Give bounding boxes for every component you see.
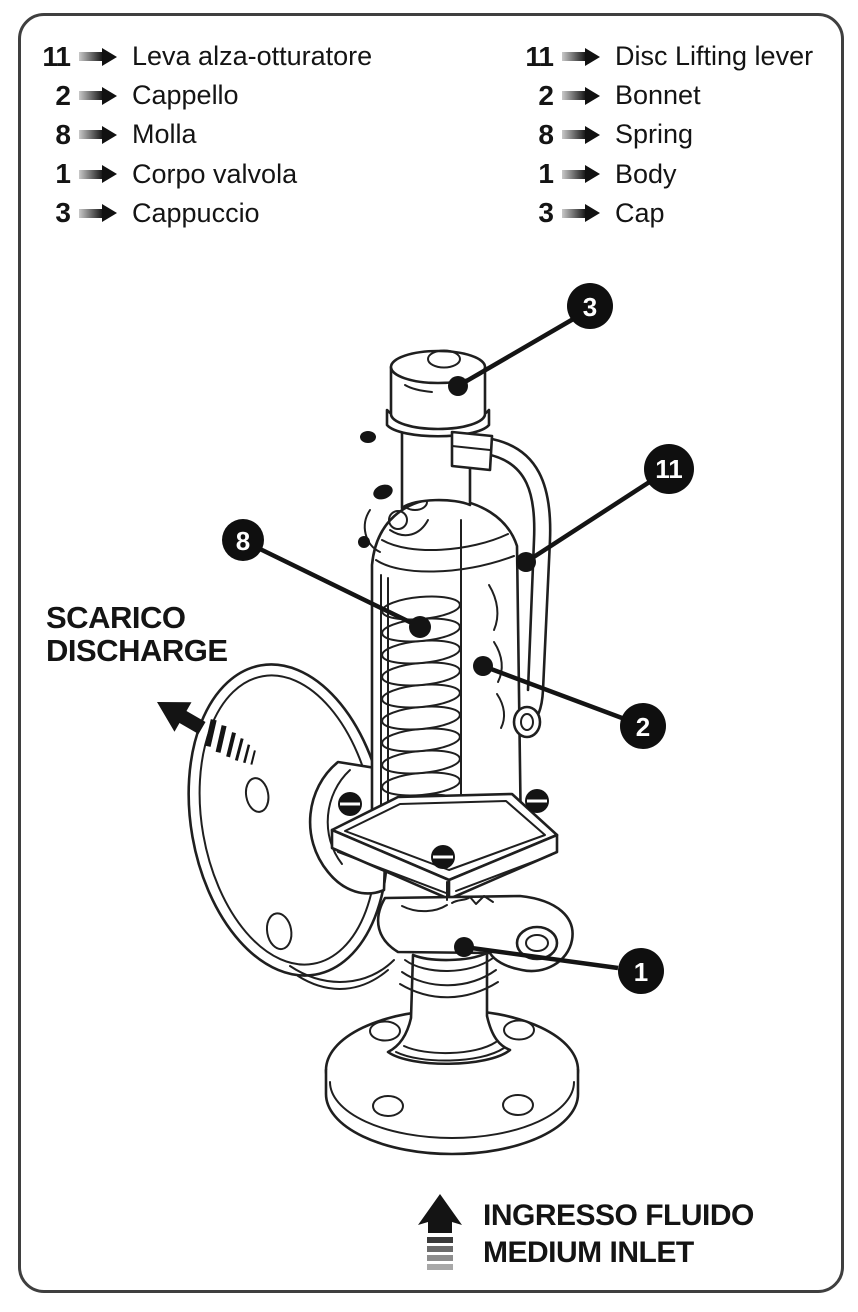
cap-drawing xyxy=(360,349,494,510)
discharge-label: SCARICO DISCHARGE xyxy=(46,601,228,667)
legend-item-number: 11 xyxy=(42,40,71,72)
callout-number: 2 xyxy=(636,712,650,742)
right-arrow-icon xyxy=(562,47,600,66)
legend-item-label: Cap xyxy=(615,197,665,228)
legend-row: 8 Spring xyxy=(505,115,813,154)
right-arrow-icon xyxy=(562,125,600,144)
legend-item-number: 8 xyxy=(538,118,554,150)
legend-row: 1 Body xyxy=(505,155,813,194)
right-arrow-icon xyxy=(79,47,117,66)
legend-item-label: Corpo valvola xyxy=(132,158,298,189)
right-arrow-icon xyxy=(79,204,117,223)
legend-row: 3 Cap xyxy=(505,194,813,233)
legend-item-number: 2 xyxy=(55,79,71,111)
legend-row: 2 Cappello xyxy=(30,76,372,115)
legend-row: 8 Molla xyxy=(30,115,372,154)
legend-item-label: Leva alza-otturatore xyxy=(132,41,373,72)
callout-body: 1 xyxy=(454,937,664,994)
callout-number: 3 xyxy=(583,292,597,322)
legend-item-number: 8 xyxy=(55,118,71,150)
flange-bolt xyxy=(525,789,549,813)
right-arrow-icon xyxy=(79,165,117,184)
up-left-arrow-icon xyxy=(157,702,256,765)
right-arrow-icon xyxy=(562,204,600,223)
lever-pivot-drawing xyxy=(450,430,494,472)
diagram-frame xyxy=(18,13,844,1293)
legend-item-number: 11 xyxy=(525,40,554,72)
legend-item-number: 3 xyxy=(55,197,71,229)
up-arrow-icon xyxy=(418,1194,462,1270)
legend-item-label: Molla xyxy=(132,119,197,150)
callout-number: 11 xyxy=(655,454,683,484)
inlet-flange-drawing xyxy=(324,1008,580,1156)
legend-english: 11 Disc Lifting lever 2 Bonnet 8 Spring … xyxy=(505,37,813,233)
discharge-label-line2: DISCHARGE xyxy=(46,633,228,668)
inlet-label-line2: MEDIUM INLET xyxy=(483,1236,694,1269)
legend-item-label: Disc Lifting lever xyxy=(615,41,814,72)
callout-cap: 3 xyxy=(448,283,613,396)
callout-number: 1 xyxy=(634,957,648,987)
right-arrow-icon xyxy=(79,125,117,144)
callout-spring: 8 xyxy=(222,519,431,638)
legend-item-label: Body xyxy=(615,158,677,189)
legend-row: 3 Cappuccio xyxy=(30,194,372,233)
legend-row: 11 Leva alza-otturatore xyxy=(30,37,372,76)
legend-item-label: Cappuccio xyxy=(132,197,260,228)
bonnet-drawing xyxy=(370,496,523,842)
right-arrow-icon xyxy=(562,165,600,184)
inlet-label-line1: INGRESSO FLUIDO xyxy=(483,1199,754,1232)
legend-item-number: 1 xyxy=(538,158,554,190)
flange-bolt xyxy=(431,845,455,869)
legend-item-label: Spring xyxy=(615,119,694,150)
legend-row: 2 Bonnet xyxy=(505,76,813,115)
legend-item-label: Cappello xyxy=(132,80,239,111)
inlet-neck-drawing xyxy=(386,951,512,1066)
discharge-label-line1: SCARICO xyxy=(46,600,186,635)
legend-item-number: 3 xyxy=(538,197,554,229)
legend-row: 1 Corpo valvola xyxy=(30,155,372,194)
legend-item-label: Bonnet xyxy=(615,80,701,111)
callout-lever: 11 xyxy=(516,444,694,572)
bonnet-flange-drawing xyxy=(330,789,559,901)
inlet-label: INGRESSO FLUIDO MEDIUM INLET xyxy=(483,1197,754,1271)
callout-bonnet: 2 xyxy=(473,656,666,749)
right-arrow-icon xyxy=(79,86,117,105)
legend-item-number: 1 xyxy=(55,158,71,190)
lever-drawing xyxy=(484,436,552,739)
legend-item-number: 2 xyxy=(538,79,554,111)
right-arrow-icon xyxy=(562,86,600,105)
adjuster-detail-drawing xyxy=(358,484,429,553)
legend-italian: 11 Leva alza-otturatore 2 Cappello 8 Mol… xyxy=(30,37,372,233)
callout-number: 8 xyxy=(236,526,250,556)
body-drawing xyxy=(376,881,574,973)
legend-row: 11 Disc Lifting lever xyxy=(505,37,813,76)
flange-bolt xyxy=(338,792,362,816)
